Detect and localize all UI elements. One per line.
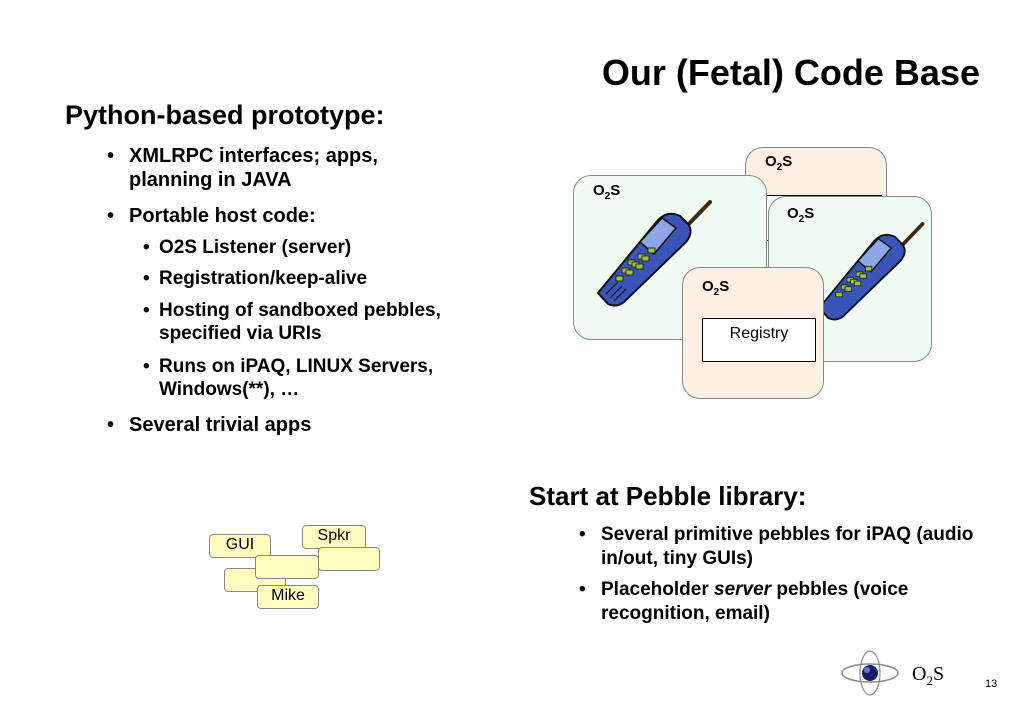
pebble-spkr: Spkr	[302, 525, 366, 549]
page-number: 13	[985, 678, 998, 690]
bullet-trivial-apps: • Several trivial apps	[107, 414, 312, 436]
o2s-label: O2S	[765, 153, 793, 173]
phone-icon	[596, 200, 712, 307]
bullet-placeholder: • Placeholder server pebbles (voice reco…	[579, 579, 909, 624]
bullet-dot: •	[579, 524, 586, 545]
bullet-dot: •	[579, 579, 586, 600]
left-heading: Python-based prototype:	[65, 100, 385, 130]
o2s-label: O2S	[787, 205, 815, 225]
pebble-gui: GUI	[209, 534, 271, 558]
bullet-portable: • Portable host code:	[107, 205, 316, 227]
sub-bullet-hosting: • Hosting of sandboxed pebbles, specifie…	[143, 300, 441, 344]
bullet-dot: •	[107, 145, 115, 167]
bullet-dot: •	[143, 237, 150, 258]
right-heading: Start at Pebble library:	[529, 481, 807, 511]
pebble-mike: Mike	[257, 585, 319, 609]
bullet-dot: •	[143, 268, 150, 289]
registry-box: Registry	[702, 318, 816, 362]
pebble-blank	[318, 547, 380, 571]
pebble-blank	[255, 555, 319, 579]
sub-bullet-listener: • O2S Listener (server)	[143, 237, 352, 258]
o2s-label: O2S	[702, 278, 730, 298]
bullet-xmlrpc: • XMLRPC interfaces; apps, planning in J…	[107, 145, 378, 191]
bullet-dot: •	[107, 205, 115, 227]
phone-icon	[818, 222, 925, 321]
sub-bullet-registration: • Registration/keep-alive	[143, 268, 368, 289]
sub-bullet-runs-on: • Runs on iPAQ, LINUX Servers, Windows(*…	[143, 356, 434, 400]
o2s-label: O2S	[593, 182, 621, 202]
bullet-primitive-pebbles: • Several primitive pebbles for iPAQ (au…	[579, 524, 974, 569]
bullet-dot: •	[143, 300, 150, 321]
o2s-logo-text: O2S	[912, 663, 945, 688]
bullet-dot: •	[143, 356, 150, 377]
o2s-logo-icon	[841, 650, 899, 696]
slide-title: Our (Fetal) Code Base	[601, 52, 980, 93]
bullet-dot: •	[107, 414, 115, 436]
